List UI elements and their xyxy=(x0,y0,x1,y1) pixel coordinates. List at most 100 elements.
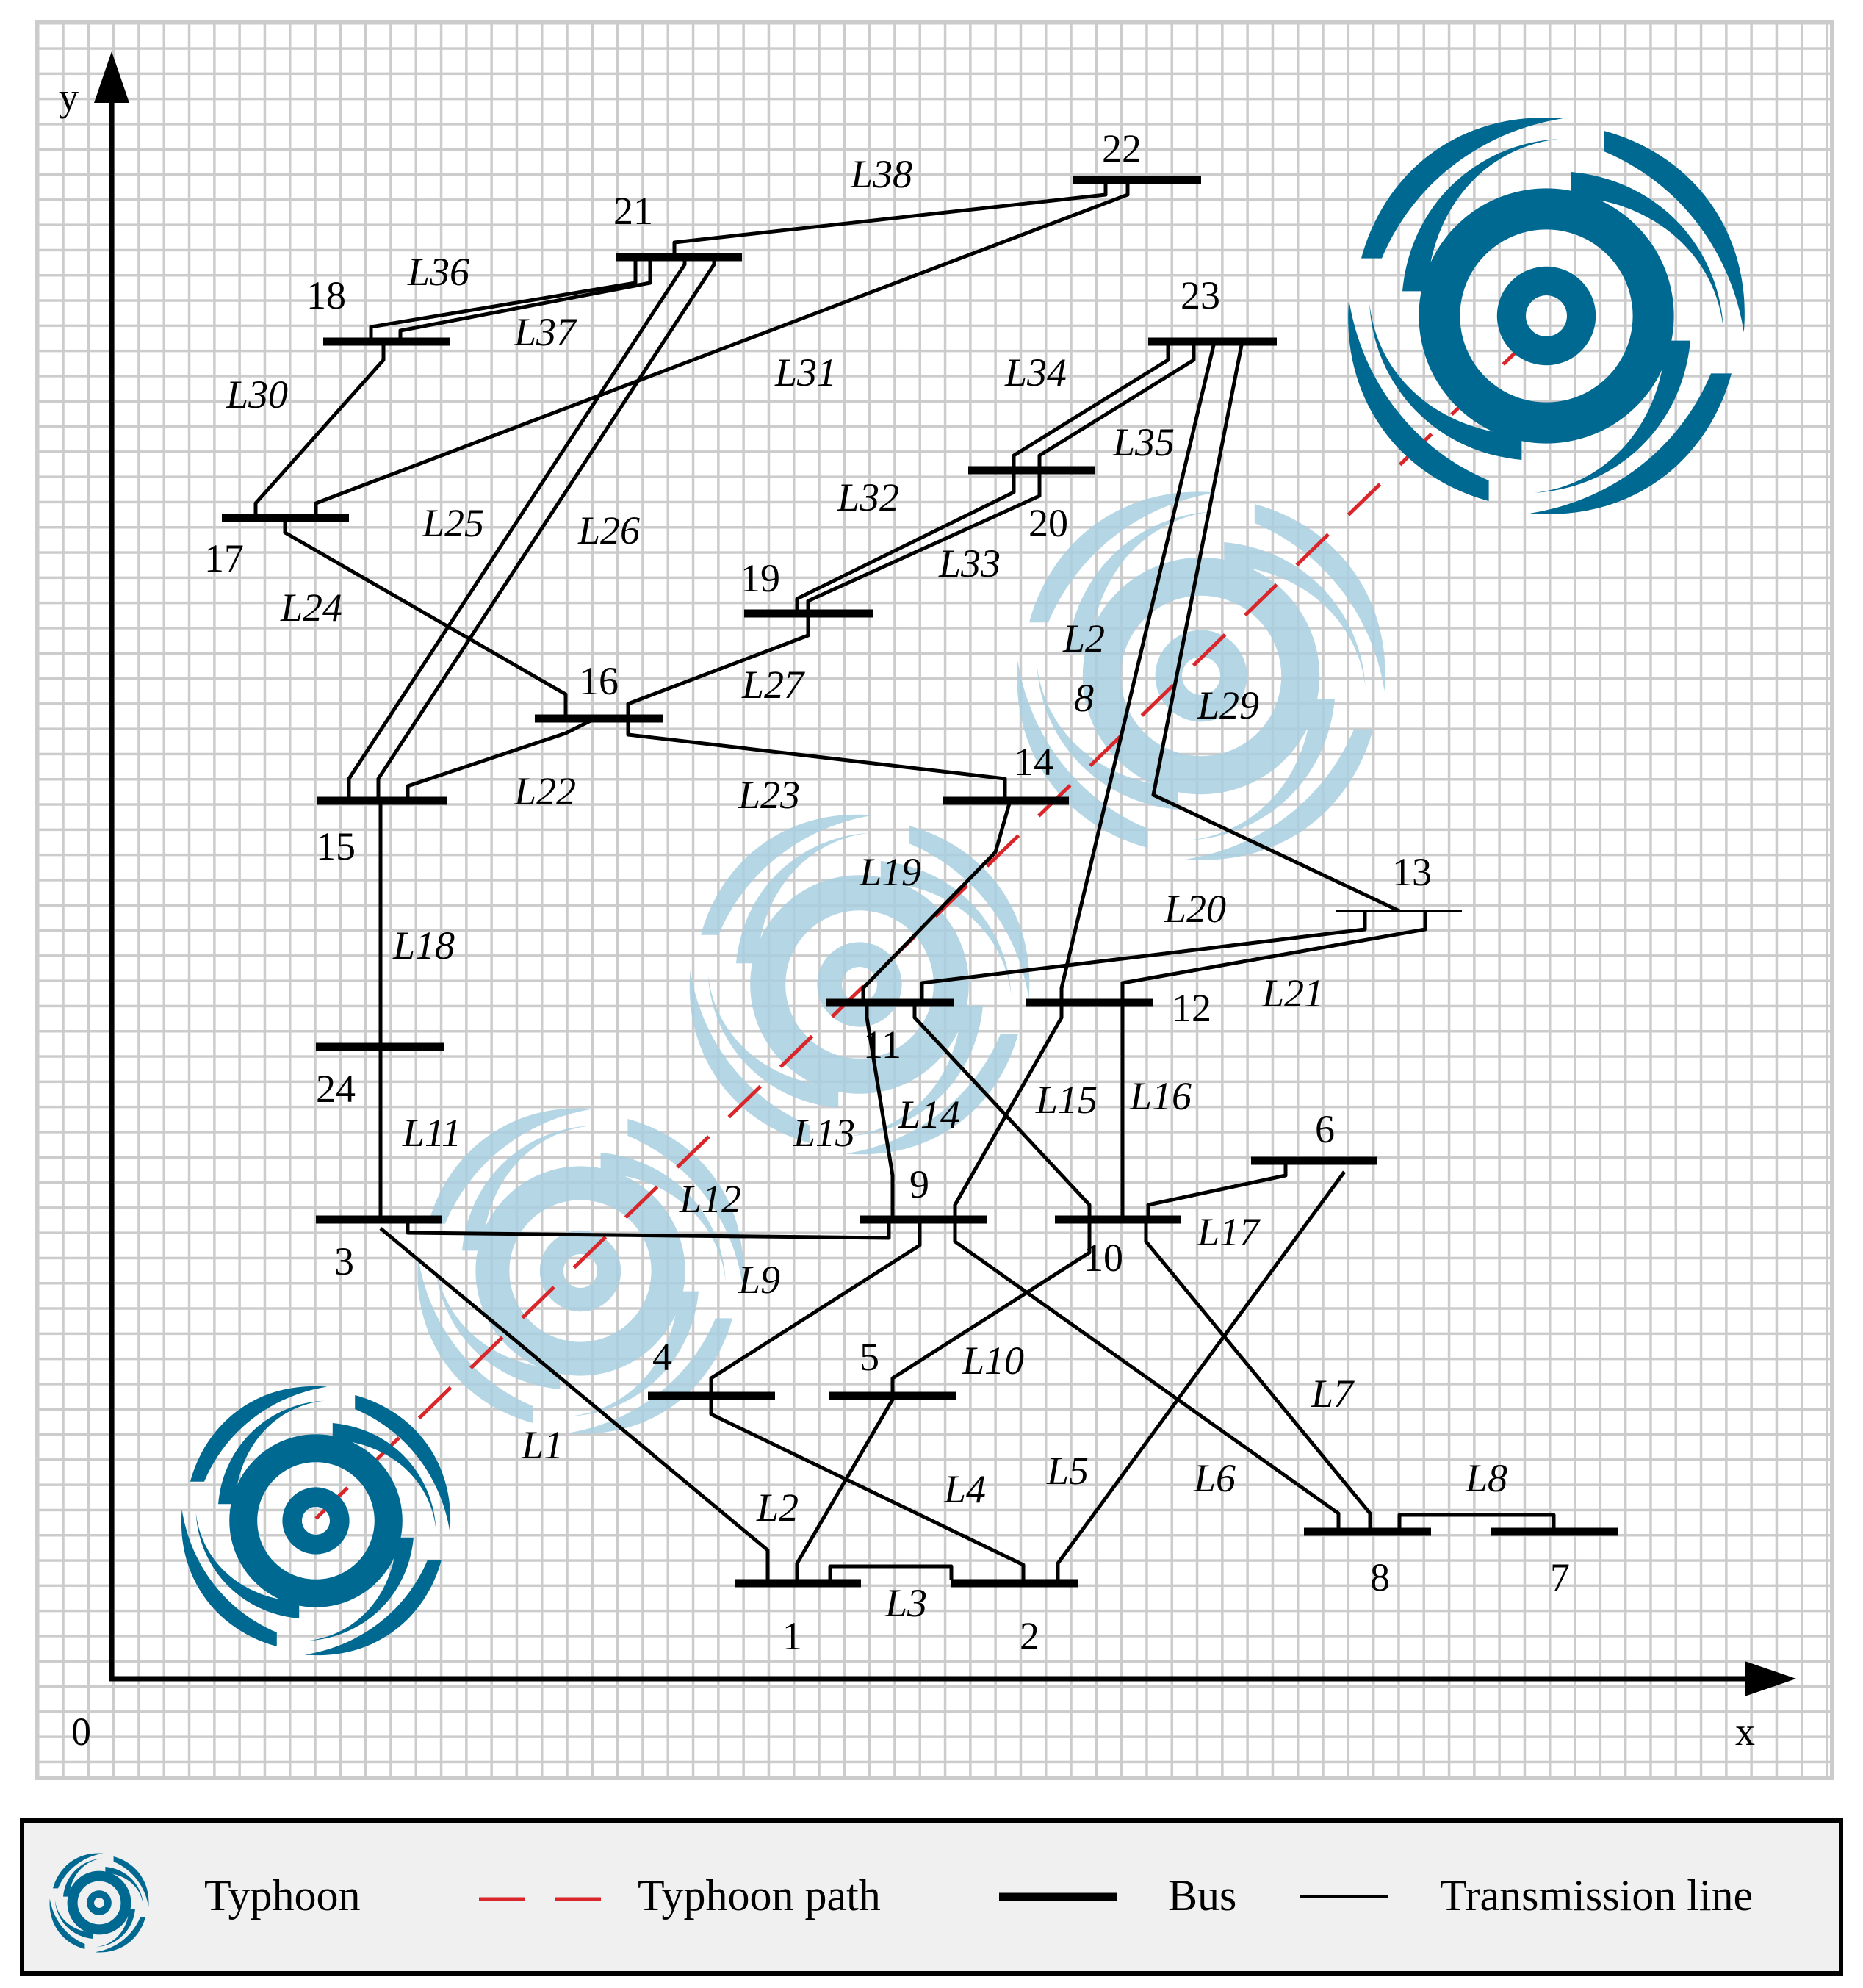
line-L12 xyxy=(406,1220,891,1240)
bus-label-1: 1 xyxy=(782,1614,802,1658)
bus-label-3: 3 xyxy=(334,1239,354,1283)
line-label-L25: L25 xyxy=(422,501,484,545)
line-L34 xyxy=(1012,342,1170,470)
line-label-L21: L21 xyxy=(1261,971,1324,1015)
transmission-lines xyxy=(253,180,1556,1580)
line-L24 xyxy=(283,518,568,719)
bus-label-22: 22 xyxy=(1102,126,1142,170)
axes: y x 0 xyxy=(59,51,1796,1754)
line-label-L38: L38 xyxy=(850,152,912,196)
grid-background xyxy=(35,20,1834,1780)
bus-label-4: 4 xyxy=(652,1335,672,1379)
line-L10 xyxy=(890,1220,1092,1392)
line-L23 xyxy=(626,719,1007,801)
line-label-L14: L14 xyxy=(898,1092,960,1137)
line-label-L37: L37 xyxy=(514,310,577,354)
legend: Typhoon Typhoon path Bus Transmission li… xyxy=(20,1818,1843,1976)
line-L5 xyxy=(1056,1170,1347,1580)
line-label-L19: L19 xyxy=(859,850,921,894)
line-L36 xyxy=(369,257,638,342)
line-L22 xyxy=(406,716,597,801)
line-L7 xyxy=(1144,1220,1372,1528)
line-label-L16: L16 xyxy=(1129,1074,1192,1118)
line-label-L5: L5 xyxy=(1046,1449,1089,1493)
line-label-L11: L11 xyxy=(402,1111,461,1155)
legend-box xyxy=(20,1818,1843,1976)
bus-label-19: 19 xyxy=(740,556,780,600)
line-label-L34: L34 xyxy=(1004,350,1067,395)
legend-transmission-line-label: Transmission line xyxy=(1440,1871,1753,1920)
line-label-L17: L17 xyxy=(1197,1210,1261,1254)
line-label-L18: L18 xyxy=(392,923,455,968)
line-L15 xyxy=(953,1003,1064,1220)
bus-label-24: 24 xyxy=(316,1067,356,1111)
line-label-L30: L30 xyxy=(226,372,288,417)
line-label-L4: L4 xyxy=(943,1467,986,1511)
line-label-L6: L6 xyxy=(1193,1456,1236,1500)
bus-label-5: 5 xyxy=(860,1335,879,1379)
line-L4 xyxy=(709,1396,1026,1580)
bus-label-12: 12 xyxy=(1172,986,1211,1030)
line-L8 xyxy=(1397,1513,1556,1528)
bus-label-16: 16 xyxy=(579,659,619,703)
line-L20 xyxy=(920,911,1367,1003)
bus-label-20: 20 xyxy=(1028,501,1068,545)
line-label-L36: L36 xyxy=(407,250,469,294)
bus-label-7: 7 xyxy=(1550,1555,1570,1599)
bus-label-15: 15 xyxy=(316,824,356,868)
line-label-L28-top: L2 xyxy=(1062,616,1105,660)
bus-label-8: 8 xyxy=(1370,1555,1390,1599)
line-L19 xyxy=(861,800,1012,1003)
line-label-L8: L8 xyxy=(1465,1456,1507,1500)
line-label-L20: L20 xyxy=(1164,887,1226,931)
line-L32 xyxy=(795,470,1016,613)
line-label-L3: L3 xyxy=(884,1581,927,1625)
line-label-L23: L23 xyxy=(738,773,800,817)
line-label-L2: L2 xyxy=(756,1485,799,1530)
line-label-L31: L31 xyxy=(774,350,837,395)
line-label-L29: L29 xyxy=(1197,683,1259,727)
line-label-L15: L15 xyxy=(1035,1078,1098,1122)
line-L17 xyxy=(1146,1161,1288,1220)
buses xyxy=(222,176,1618,1588)
bus-label-6: 6 xyxy=(1315,1107,1335,1151)
bus-label-13: 13 xyxy=(1392,850,1432,894)
line-L9 xyxy=(709,1220,922,1392)
line-L13 xyxy=(865,1003,895,1220)
bus-label-23: 23 xyxy=(1181,273,1220,317)
line-label-L32: L32 xyxy=(837,475,899,519)
line-label-L24: L24 xyxy=(280,586,342,630)
line-labels: L1 L2 L3 L4 L5 L6 L7 L8 L9 L10 L11 L12 L… xyxy=(226,152,1507,1625)
line-L38 xyxy=(672,180,1108,257)
x-axis-label: x xyxy=(1735,1710,1755,1754)
bus-label-10: 10 xyxy=(1084,1236,1123,1280)
line-L33 xyxy=(806,470,1042,613)
line-L1 xyxy=(379,1227,770,1580)
line-L37 xyxy=(398,257,652,342)
line-label-L12: L12 xyxy=(679,1177,741,1221)
line-label-L22: L22 xyxy=(514,769,576,813)
line-label-L27: L27 xyxy=(741,663,805,707)
line-L30 xyxy=(253,342,386,518)
line-label-L9: L9 xyxy=(738,1258,780,1302)
origin-label: 0 xyxy=(71,1710,91,1754)
line-L21 xyxy=(1120,911,1427,1003)
line-L31 xyxy=(314,180,1130,518)
line-label-L33: L33 xyxy=(938,541,1001,586)
bus-label-18: 18 xyxy=(306,273,346,317)
line-L35 xyxy=(1037,342,1196,470)
line-label-L10: L10 xyxy=(962,1339,1024,1383)
bus-label-17: 17 xyxy=(204,536,244,580)
y-axis-arrow xyxy=(94,51,129,103)
line-label-L28-bottom: 8 xyxy=(1074,676,1094,720)
legend-bus-label: Bus xyxy=(1168,1871,1236,1920)
bus-labels: 1 2 3 4 5 6 7 8 9 10 11 12 13 14 15 16 1… xyxy=(204,126,1570,1658)
bus-label-21: 21 xyxy=(613,189,653,233)
line-label-L7: L7 xyxy=(1311,1372,1355,1416)
line-L27 xyxy=(626,613,810,719)
line-label-L1: L1 xyxy=(521,1423,563,1467)
bus-label-14: 14 xyxy=(1014,740,1053,784)
bus-label-11: 11 xyxy=(863,1023,901,1067)
line-label-L13: L13 xyxy=(793,1111,855,1155)
